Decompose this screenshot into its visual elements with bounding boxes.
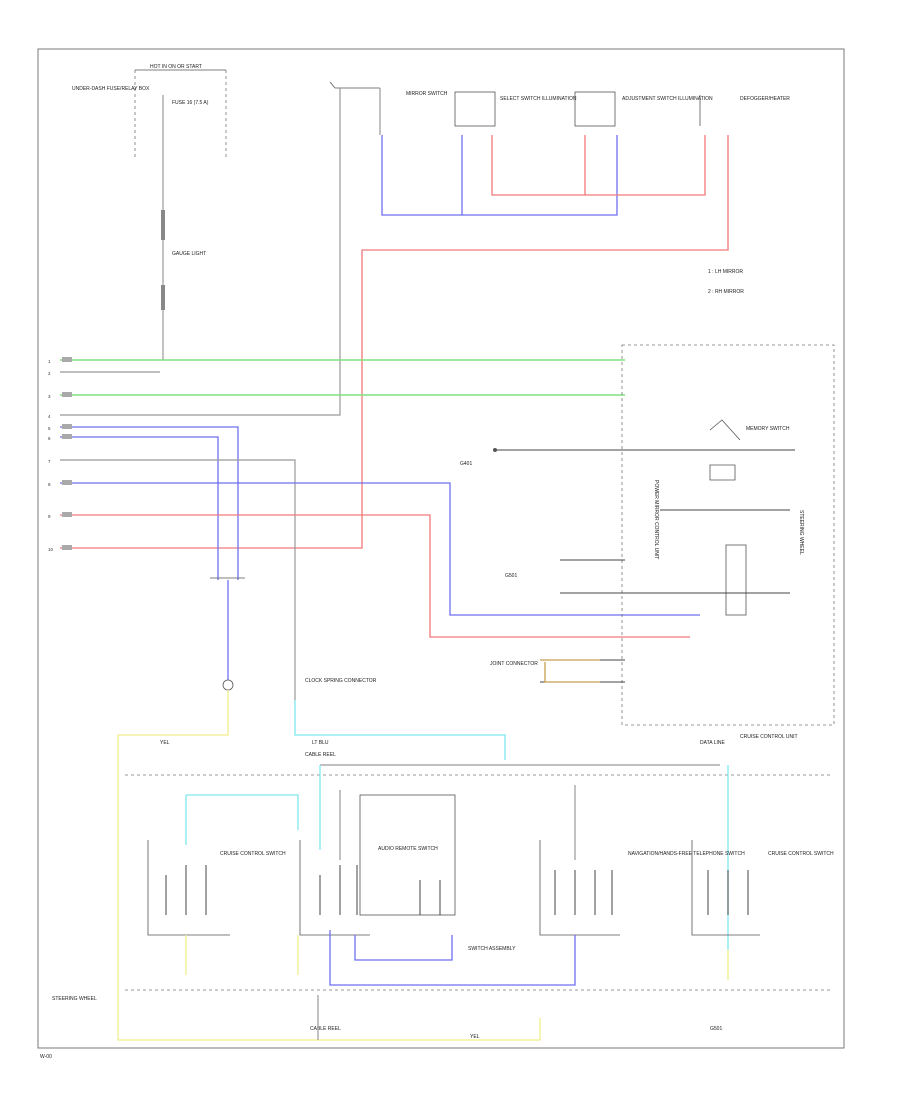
corner-mark: W-00 — [40, 1054, 52, 1060]
pin-label: 6 — [48, 436, 51, 441]
illumination-group: MIRROR SWITCH SELECT SWITCH ILLUMINATION… — [60, 81, 790, 549]
steering-wheel-label: STEERING WHEEL — [52, 996, 97, 1002]
cruise-control-unit-box — [621, 344, 835, 726]
audio-switch-box — [359, 794, 456, 916]
mirror-switch-label: MIRROR SWITCH — [406, 91, 448, 97]
legend-item-1: 1 : LH MIRROR — [708, 269, 743, 275]
mirror-control-unit-label: POWER MIRROR CONTROL UNIT — [653, 480, 659, 559]
splice-icon — [493, 448, 497, 452]
wire-tag — [62, 480, 72, 485]
wire-tag — [62, 545, 72, 550]
yel-wire-label-2: YEL — [470, 1034, 480, 1040]
fuse-block-group: HOT IN ON OR START UNDER-DASH FUSE/RELAY… — [72, 64, 227, 360]
data-line-label: DATA LINE — [700, 740, 725, 746]
wire-tag — [62, 357, 72, 362]
connector-icon — [161, 210, 165, 240]
pin-label: 2 — [48, 371, 51, 376]
legend-item-2: 2 : RH MIRROR — [708, 289, 744, 295]
wire-tag — [62, 434, 72, 439]
clock-spring-label: CLOCK SPRING CONNECTOR — [305, 678, 377, 684]
splice-icon — [222, 679, 234, 691]
memory-switch-label: MEMORY SWITCH — [746, 426, 790, 432]
pin-label: 9 — [48, 514, 51, 519]
left-switch-box — [454, 91, 496, 127]
wire-tag — [62, 424, 72, 429]
pin-label: 3 — [48, 394, 51, 399]
cable-reel-bottom-label: CABLE REEL — [310, 1026, 341, 1032]
diagram-frame — [37, 48, 845, 1049]
cruise-switch-right-label: CRUISE CONTROL SWITCH — [768, 851, 834, 857]
main-harness: 1 2 3 4 5 6 7 8 9 10 — [48, 357, 700, 640]
power-source-label: HOT IN ON OR START — [150, 64, 202, 70]
wire-tag — [62, 392, 72, 397]
audio-sub-label: SWITCH ASSEMBLY — [468, 946, 516, 952]
heater-label: DEFOGGER/HEATER — [740, 96, 790, 102]
joint-connector-label: JOINT CONNECTOR — [490, 661, 538, 667]
cruise-unit-label: CRUISE CONTROL UNIT — [740, 734, 798, 740]
cable-reel-group: CLOCK SPRING CONNECTOR YEL LT BLU CABLE … — [117, 577, 830, 1041]
lt-blu-label: LT BLU — [312, 740, 329, 746]
cable-reel-label: CABLE REEL — [305, 752, 336, 758]
steering-wheel-side-label: STEERING WHEEL — [798, 510, 804, 555]
legend: 1 : LH MIRROR 2 : RH MIRROR — [708, 269, 744, 295]
pin-label: 1 — [48, 359, 51, 364]
audio-switch-label: AUDIO REMOTE SWITCH — [378, 846, 438, 852]
pin-label: 5 — [48, 426, 51, 431]
right-switch-illum-label: ADJUSTMENT SWITCH ILLUMINATION — [622, 96, 713, 102]
yel-wire-label: YEL — [160, 740, 170, 746]
steering-switches: CRUISE CONTROL SWITCH AUDIO REMOTE SWITC… — [52, 765, 834, 1040]
relay-box — [725, 544, 747, 616]
pin-label: 10 — [48, 547, 54, 552]
pin-label: 8 — [48, 482, 51, 487]
wire-tag — [62, 512, 72, 517]
connector-icon — [161, 285, 165, 310]
pin-label: 7 — [48, 459, 51, 464]
cruise-switch-left-label: CRUISE CONTROL SWITCH — [220, 851, 286, 857]
right-switch-box — [574, 91, 616, 127]
ground2-label: G501 — [505, 573, 517, 579]
ground-label: G401 — [460, 461, 472, 467]
ground-label-bottom: G501 — [710, 1026, 722, 1032]
control-unit-group: CRUISE CONTROL UNIT POWER MIRROR CONTROL… — [460, 344, 835, 740]
left-switch-illum-label: SELECT SWITCH ILLUMINATION — [500, 96, 577, 102]
fuse-label: FUSE 16 (7.5 A) — [172, 100, 209, 106]
pin-label: 4 — [48, 414, 51, 419]
nav-switch-label: NAVIGATION/HANDS-FREE TELEPHONE SWITCH — [628, 851, 745, 857]
fuse-block-label: UNDER-DASH FUSE/RELAY BOX — [72, 86, 150, 92]
gauge-light-label: GAUGE LIGHT — [172, 251, 206, 257]
